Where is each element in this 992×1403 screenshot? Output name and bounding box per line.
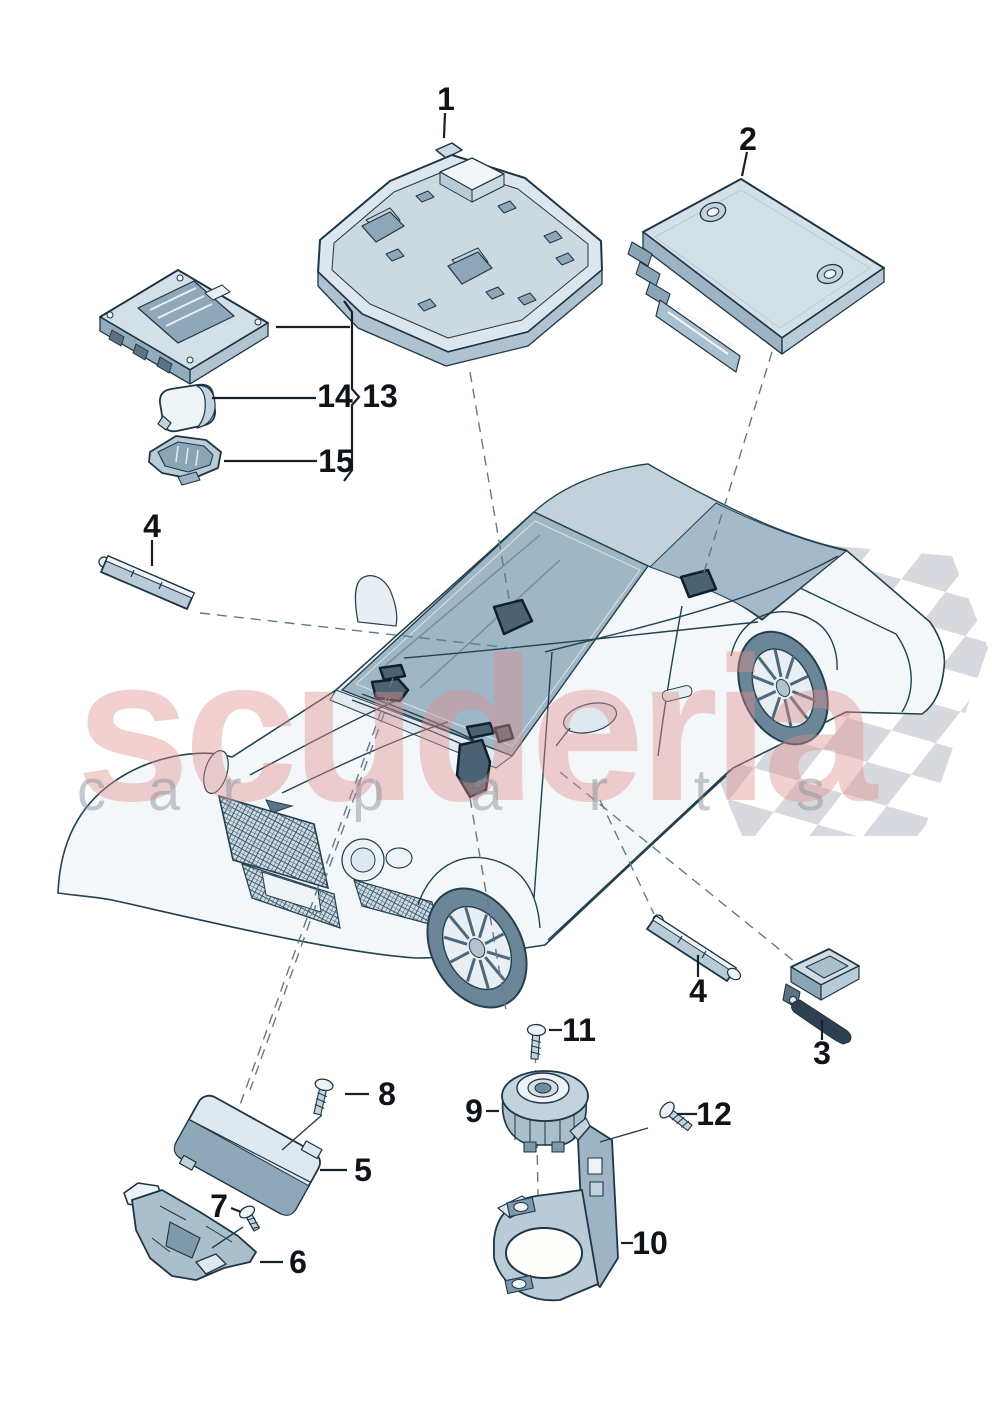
door-handle: [661, 685, 693, 702]
rear-wheel: [737, 630, 829, 746]
callouts: 1 2 13 14 15 4 4 3: [143, 81, 831, 1280]
leader-lines-dashed: [199, 351, 796, 1301]
part-15-housing: [148, 435, 222, 486]
callout-4-bottom-number: 4: [689, 973, 707, 1009]
component-location-patches: [370, 568, 718, 799]
wipers: [351, 693, 475, 749]
callout-10-number: 10: [632, 1225, 668, 1261]
part-12-screw: [659, 1101, 693, 1132]
hood-creases: [249, 697, 449, 794]
part-11-screw: [526, 1023, 547, 1060]
rocker-lines: [547, 769, 731, 941]
part-10-speaker-bracket: [493, 1117, 619, 1302]
watermark-sub-text-2: parts: [352, 758, 911, 823]
callout-1: 1: [437, 81, 455, 139]
tonneau-seam: [544, 555, 839, 653]
part-2-control-module: [627, 178, 885, 373]
trunk-seam: [799, 587, 912, 713]
part-5-cover: [173, 1094, 323, 1216]
left-mirror: [354, 575, 398, 627]
callout-8: 8: [345, 1076, 396, 1112]
cowl-sensor-location-a: [378, 663, 407, 682]
part-14-cover: [157, 383, 216, 433]
plate-recess: [261, 871, 322, 913]
part-4-antenna-strip-top: [98, 555, 195, 610]
rear-shelf-module-location: [679, 568, 718, 599]
callout-14: 14: [212, 378, 353, 414]
callout-3: 3: [813, 1020, 831, 1071]
beltline: [403, 621, 759, 659]
car-illustration: [57, 463, 946, 1009]
callout-7-number: 7: [210, 1188, 228, 1224]
part-13-module: [99, 269, 269, 385]
callout-12-number: 12: [696, 1096, 732, 1132]
part-9-siren: [501, 1070, 589, 1153]
callout-15-number: 15: [318, 443, 354, 479]
watermark-sub-text-1: car: [77, 758, 284, 823]
screw-assembly-lines: [211, 1114, 649, 1249]
callout-10: 10: [621, 1225, 668, 1261]
callout-9: 9: [465, 1093, 499, 1129]
callout-9-number: 9: [465, 1093, 483, 1129]
callout-2: 2: [739, 121, 757, 177]
callout-3-number: 3: [813, 1035, 831, 1071]
part-1-roof-console-module: [317, 142, 603, 367]
watermark: scuderia car parts: [76, 615, 911, 844]
right-mirror: [555, 702, 618, 747]
windshield-highlight: [355, 520, 641, 747]
headlights: [203, 750, 413, 882]
part-8-screw: [313, 1078, 334, 1116]
callout-12: 12: [677, 1096, 732, 1132]
callout-7: 7: [210, 1188, 242, 1224]
callout-2-number: 2: [739, 121, 757, 157]
a-pillar-location: [455, 738, 492, 799]
rear-arch: [730, 611, 838, 671]
callout-11-number: 11: [562, 1012, 596, 1048]
windshield-module-location: [492, 598, 534, 636]
part-6-bracket: [123, 1182, 257, 1281]
callout-4-bottom: 4: [689, 955, 707, 1009]
callout-6-number: 6: [289, 1244, 307, 1280]
front-wheel: [426, 887, 528, 1009]
callout-6: 6: [260, 1244, 307, 1280]
front-arch: [417, 856, 541, 929]
callout-13-number: 13: [362, 378, 398, 414]
hood-emblem: [265, 799, 294, 814]
callout-14-number: 14: [317, 378, 353, 414]
watermark-brand-text: scuderia: [76, 615, 879, 844]
windshield-base-location-b: [493, 723, 515, 744]
callout-1-number: 1: [437, 81, 455, 117]
callout-13-group: 13: [276, 300, 398, 482]
callout-11: 11: [549, 1012, 596, 1048]
callout-4-top: 4: [143, 508, 161, 566]
callout-8-number: 8: [378, 1076, 396, 1112]
part-7-screw: [238, 1205, 261, 1232]
callout-15: 15: [224, 443, 354, 479]
callout-5: 5: [320, 1152, 372, 1188]
cowl-sensor-location-b: [370, 677, 410, 703]
part-4-antenna-strip-bottom: [646, 914, 742, 982]
part-3-antenna-module: [782, 948, 860, 1045]
grille: [217, 794, 330, 890]
callout-4-top-number: 4: [143, 508, 161, 544]
door-seams: [533, 605, 683, 899]
callout-5-number: 5: [354, 1152, 372, 1188]
windshield-streaks: [379, 534, 561, 689]
windshield: [340, 511, 650, 757]
windshield-base-location-a: [465, 721, 496, 740]
